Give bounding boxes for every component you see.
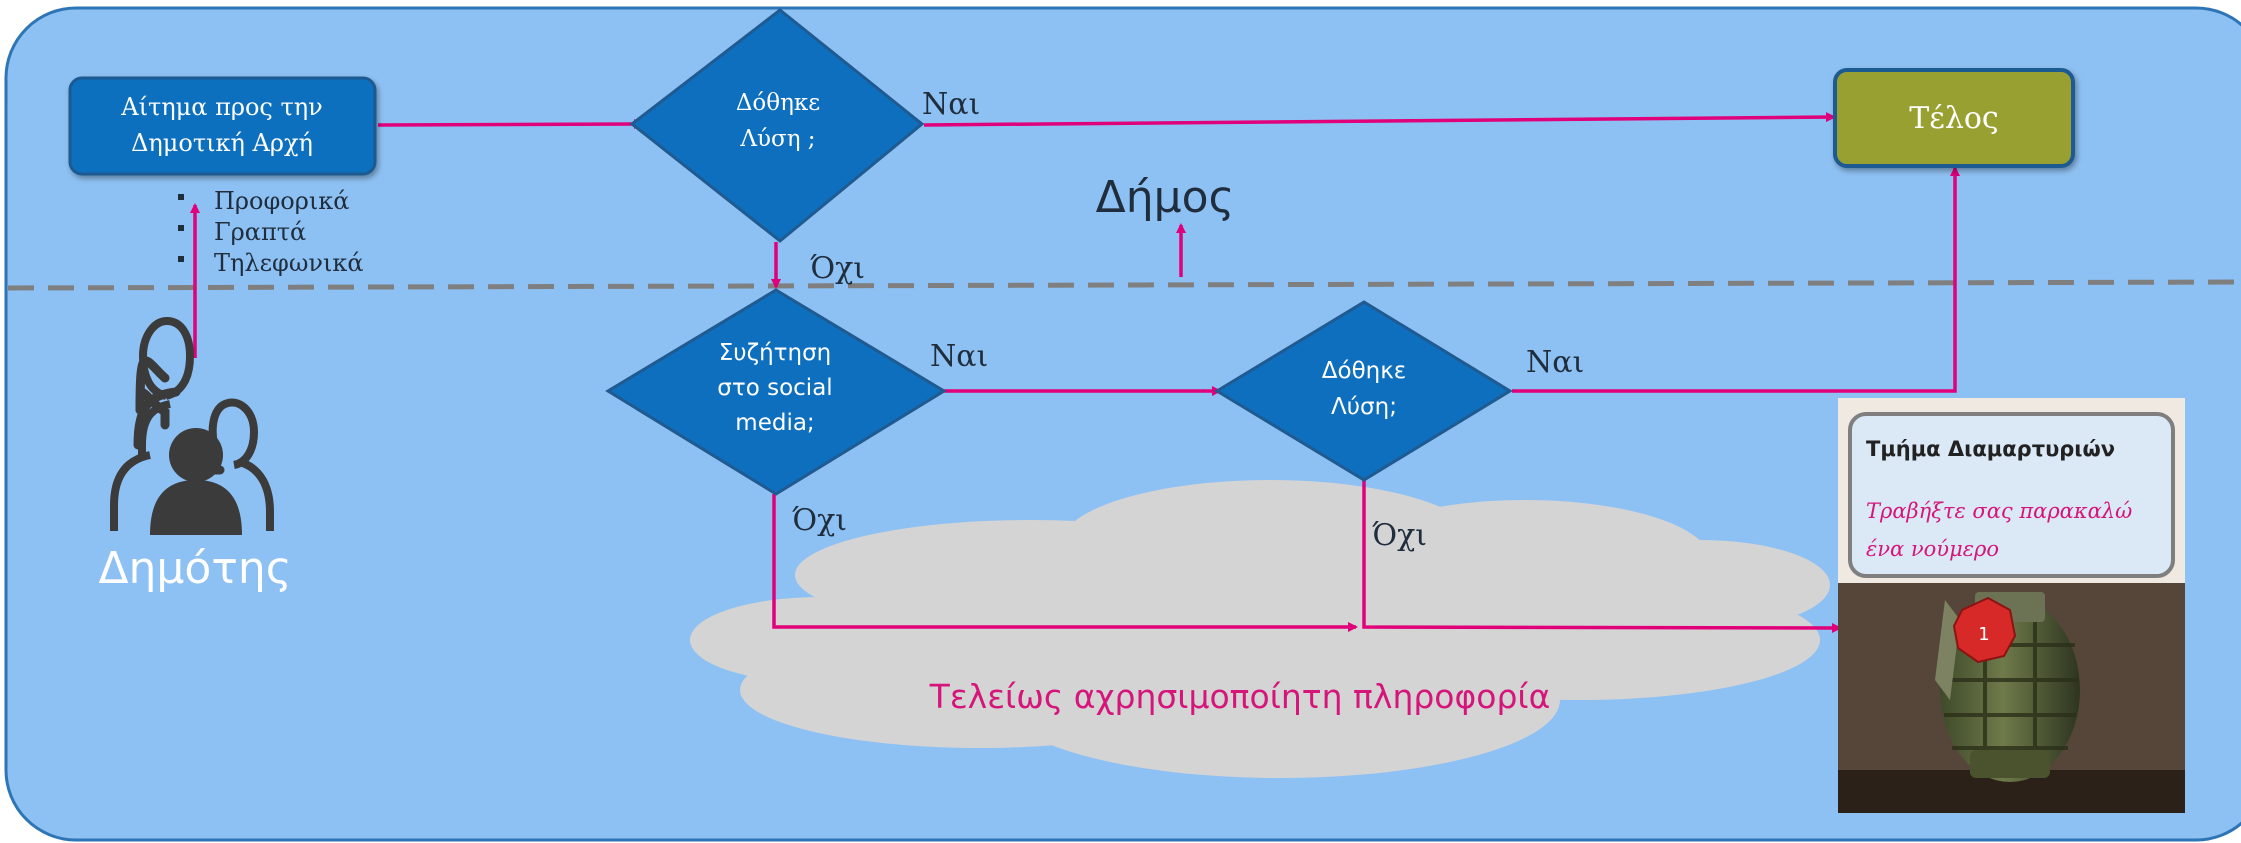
municipality-citizen-separator xyxy=(7,279,2241,291)
bullet-icon xyxy=(178,194,184,200)
label-yes-1: Ναι xyxy=(922,87,980,122)
decision-solved-2-line1: Δόθηκε xyxy=(1322,358,1406,384)
number-tag-label: 1 xyxy=(1978,624,1989,645)
arrow-solved1-to-end xyxy=(923,112,1836,127)
label-yes-2: Ναι xyxy=(930,339,988,374)
end-node: Τέλος xyxy=(1833,68,2075,168)
decision-social-line2: στο social xyxy=(717,375,832,401)
label-no-2: Όχι xyxy=(792,503,847,538)
decision-solved-2: Δόθηκε Λύση; xyxy=(1214,300,1513,482)
channel-item-written: Γραπτά xyxy=(214,218,306,246)
connector-arrows xyxy=(190,112,1960,633)
decision-solved-1-line1: Δόθηκε xyxy=(736,90,820,116)
decision-social-line3: media; xyxy=(735,410,814,436)
citizen-label: Δημότης xyxy=(98,543,291,594)
end-node-label: Τέλος xyxy=(1909,101,1998,136)
request-node-line1: Αίτημα προς την xyxy=(120,93,322,121)
arrow-social-to-cloud xyxy=(772,494,1358,632)
label-no-1: Όχι xyxy=(810,251,865,286)
complaints-sign-line1: Τραβήξτε σας παρακαλώ xyxy=(1866,499,2132,523)
decision-social-line1: Συζήτηση xyxy=(719,340,832,366)
label-yes-3: Ναι xyxy=(1526,345,1584,380)
decision-social-media: Συζήτηση στο social media; xyxy=(605,288,947,496)
complaints-photo: Τμήμα Διαμαρτυριών Τραβήξτε σας παρακαλώ… xyxy=(1838,398,2185,813)
channel-item-oral: Προφορικά xyxy=(214,187,349,215)
municipality-label: Δήμος xyxy=(1096,172,1235,223)
request-channels-list: Προφορικά Γραπτά Τηλεφωνικά xyxy=(178,187,364,277)
arrow-solved2-to-end xyxy=(1512,166,1960,393)
channel-item-phone: Τηλεφωνικά xyxy=(214,249,364,277)
complaints-sign xyxy=(1848,412,2175,578)
useless-info-label: Τελείως αχρησιμοποίητη πληροφορία xyxy=(929,677,1551,716)
cloud-shape xyxy=(690,480,1830,778)
edge-labels: Ναι Όχι Ναι Όχι Ναι Όχι xyxy=(792,87,1584,553)
complaints-sign-title: Τμήμα Διαμαρτυριών xyxy=(1866,437,2115,461)
arrow-request-to-solved1 xyxy=(377,119,644,130)
complaints-sign-line2: ένα νούμερο xyxy=(1866,537,1999,561)
decision-solved-2-line2: Λύση; xyxy=(1331,394,1397,420)
bullet-icon xyxy=(178,225,184,231)
request-node: Αίτημα προς την Δημοτική Αρχή xyxy=(68,76,377,176)
bullet-icon xyxy=(178,256,184,262)
arrow-solved2-to-complaints xyxy=(1362,480,1842,633)
grenade-icon: 1 xyxy=(1935,592,2080,782)
request-node-line2: Δημοτική Αρχή xyxy=(131,129,313,157)
decision-solved-1-line2: Λύση ; xyxy=(739,126,815,152)
decision-solved-1: Δόθηκε Λύση ; xyxy=(629,8,925,243)
label-no-3: Όχι xyxy=(1372,518,1427,553)
number-tag xyxy=(1952,596,2017,664)
users-icon-shapes xyxy=(110,316,274,535)
